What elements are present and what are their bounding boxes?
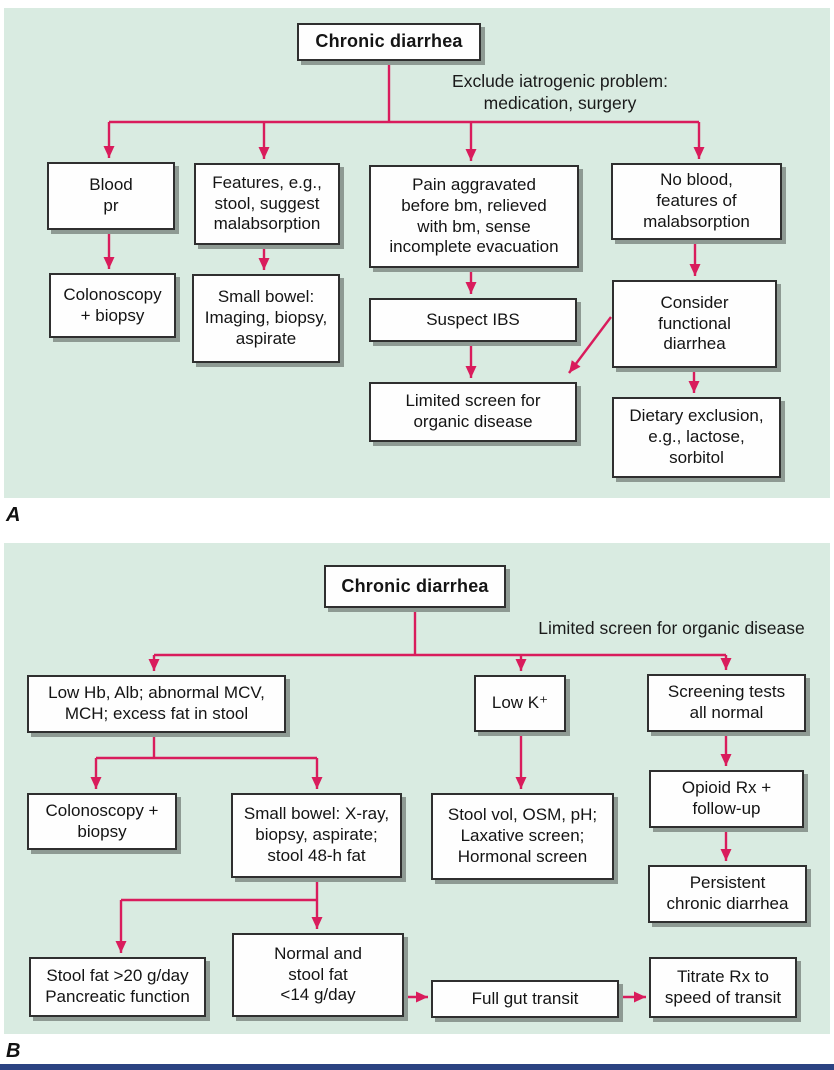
node-features-malabsorption: Features, e.g., stool, suggest malabsorp…: [194, 163, 340, 245]
node-persistent-diarrhea: Persistent chronic diarrhea: [648, 865, 807, 923]
section-label-a: A: [6, 504, 21, 526]
node-titrate-rx: Titrate Rx to speed of transit: [649, 957, 797, 1018]
node-opioid-rx: Opioid Rx + follow-up: [649, 770, 804, 828]
node-stool-vol: Stool vol, OSM, pH; Laxative screen; Hor…: [431, 793, 614, 880]
node-normal-stool-fat: Normal and stool fat <14 g/day: [232, 933, 404, 1017]
node-screening-tests: Screening tests all normal: [647, 674, 806, 732]
node-stool-fat: Stool fat >20 g/day Pancreatic function: [29, 957, 206, 1017]
node-pain-aggravated: Pain aggravated before bm, relieved with…: [369, 165, 579, 268]
annotation-exclude-iatrogenic: Exclude iatrogenic problem: medication, …: [452, 71, 668, 114]
node-chronic-diarrhea-a: Chronic diarrhea: [297, 23, 481, 61]
node-blood-pr: Blood pr: [47, 162, 175, 230]
panel-a: Chronic diarrhea Exclude iatrogenic prob…: [4, 8, 830, 498]
node-suspect-ibs: Suspect IBS: [369, 298, 577, 342]
node-colonoscopy-biopsy-a: Colonoscopy + biopsy: [49, 273, 176, 338]
node-chronic-diarrhea-b: Chronic diarrhea: [324, 565, 506, 608]
panel-b: Chronic diarrhea Limited screen for orga…: [4, 543, 830, 1034]
figure-bottom-rule: [0, 1064, 834, 1070]
node-consider-functional-diarrhea: Consider functional diarrhea: [612, 280, 777, 368]
section-label-b: B: [6, 1040, 21, 1062]
node-low-k: Low K⁺: [474, 675, 566, 732]
node-limited-screen: Limited screen for organic disease: [369, 382, 577, 442]
node-small-bowel-a: Small bowel: Imaging, biopsy, aspirate: [192, 274, 340, 363]
node-small-bowel-b: Small bowel: X-ray, biopsy, aspirate; st…: [231, 793, 402, 878]
node-full-gut-transit: Full gut transit: [431, 980, 619, 1018]
node-dietary-exclusion: Dietary exclusion, e.g., lactose, sorbit…: [612, 397, 781, 478]
annotation-limited-screen: Limited screen for organic disease: [538, 618, 805, 638]
node-no-blood: No blood, features of malabsorption: [611, 163, 782, 240]
node-colonoscopy-biopsy-b: Colonoscopy + biopsy: [27, 793, 177, 850]
node-low-hb: Low Hb, Alb; abnormal MCV, MCH; excess f…: [27, 675, 286, 733]
